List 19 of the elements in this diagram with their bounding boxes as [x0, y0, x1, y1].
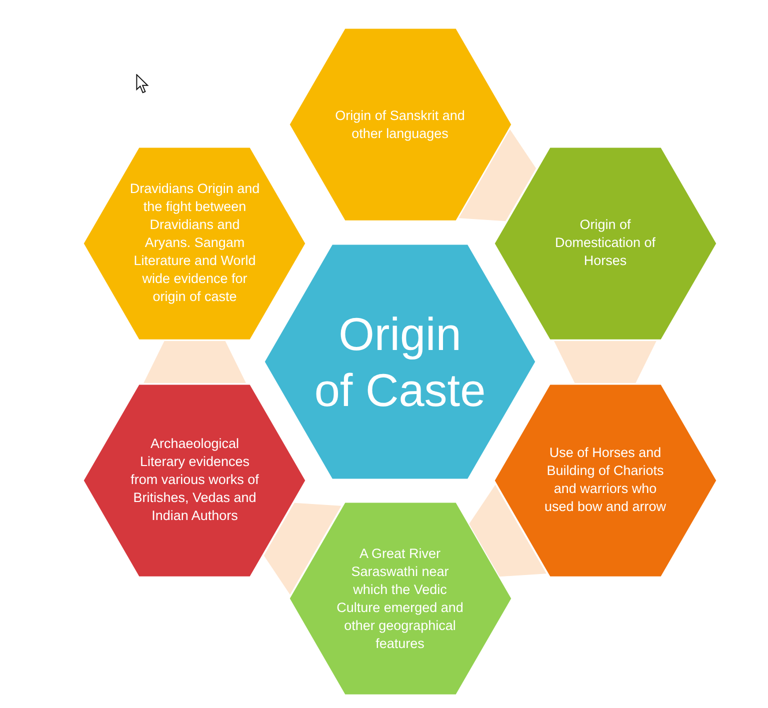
topic-hexagon [288, 502, 512, 696]
center-hexagon [264, 244, 536, 480]
topic-text: Origin of Domestication of Horses [554, 216, 656, 270]
topic-hexagon [288, 28, 512, 222]
connector-band [458, 130, 536, 222]
topic-hexagon [494, 384, 717, 578]
topic-text: Archaeological Literary evidences from various works of Britishes, Vedas and Indian Authors [130, 435, 260, 526]
connector-band [144, 340, 246, 384]
connector-band [264, 502, 342, 594]
connector-band [554, 340, 656, 384]
connector-band [469, 484, 546, 577]
topic-text: Dravidians Origin and the fight between Dravidians and Aryans. Sangam Literature and World wide evidence for origin of caste [128, 180, 261, 306]
topic-text: Use of Horses and Building of Chariots and warriors who used bow and arrow [543, 444, 668, 516]
title-text: Origin of Caste [314, 306, 486, 418]
topic-text: A Great River Saraswathi near which the Vedic Culture emerged and other geographical features [336, 544, 464, 653]
topic-hexagon [494, 146, 717, 340]
topic-hexagon [83, 384, 306, 578]
topic-text: Origin of Sanskrit and other languages [334, 106, 466, 143]
topic-hexagon [83, 146, 306, 340]
